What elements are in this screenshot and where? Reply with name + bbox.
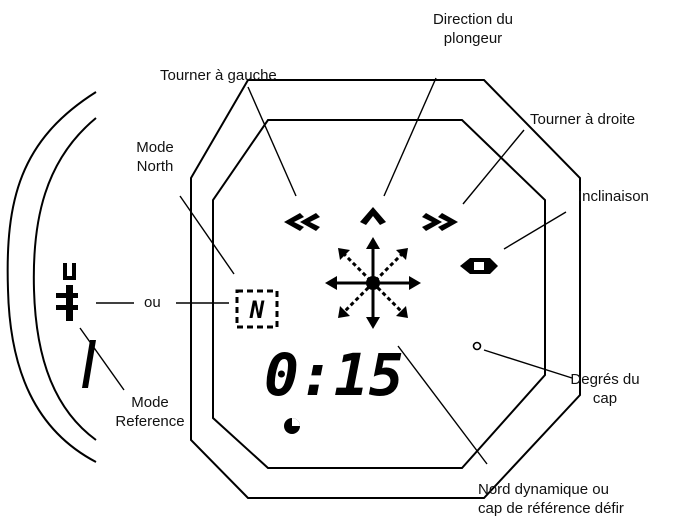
tilt-icon	[460, 258, 498, 274]
mode-reference-label: Mode Reference	[102, 393, 198, 431]
timer-icon	[284, 418, 300, 434]
watch-bezel-outer	[190, 79, 581, 499]
tourner-gauche-label: Tourner à gauche	[160, 67, 277, 84]
compass-rose-icon	[325, 237, 421, 329]
leader-lines	[79, 77, 573, 465]
watch-bezel-inner	[212, 119, 546, 469]
nord-dynamique-line2: cap de référence défir	[478, 500, 624, 517]
north-mode-icon: N	[235, 289, 279, 329]
mode-north-line1: Mode	[136, 139, 174, 156]
mode-reference-line1: Mode	[131, 394, 169, 411]
left-chevron-icon	[284, 213, 320, 231]
right-chevron-icon	[422, 213, 458, 231]
tourner-droite-label: Tourner à droite	[530, 111, 636, 128]
mode-reference-line2: Reference	[115, 413, 185, 430]
degres-cap-line2: cap	[592, 390, 618, 407]
dive-time-display: 0:15	[264, 341, 404, 409]
reference-mode-icon	[56, 263, 96, 388]
side-display-arc-inner	[32, 117, 97, 441]
nord-dynamique-label: Nord dynamique ou cap de référence défir	[478, 480, 687, 518]
direction-plongeur-line2: plongeur	[443, 30, 503, 47]
up-chevron-icon	[360, 207, 386, 225]
mode-north-label: Mode North	[125, 138, 185, 176]
north-symbol: N	[249, 296, 265, 324]
degree-mark	[472, 341, 482, 351]
mode-north-line2: North	[136, 158, 174, 175]
degres-cap-label: Degrés du cap	[565, 370, 645, 408]
inclinaison-label: Inclinaison	[578, 188, 649, 205]
ou-label: ou	[144, 294, 161, 311]
side-display-arc-outer	[6, 91, 97, 463]
nord-dynamique-line1: Nord dynamique ou	[478, 481, 609, 498]
degres-cap-line1: Degrés du	[570, 371, 640, 388]
direction-plongeur-line1: Direction du	[432, 11, 514, 28]
direction-plongeur-label: Direction du plongeur	[398, 10, 548, 48]
